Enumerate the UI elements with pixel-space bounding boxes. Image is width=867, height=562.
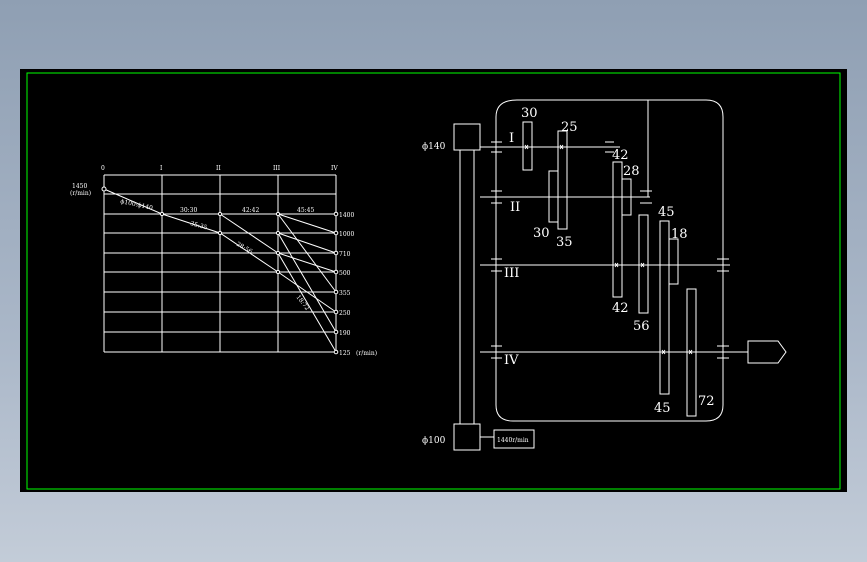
speed-chart-shaft-3: III <box>273 165 281 172</box>
shafts <box>480 100 748 353</box>
speed-chart-grid <box>103 174 337 353</box>
drawing-frame-border <box>26 72 841 490</box>
ratio-label-45-45: 45:45 <box>297 207 314 214</box>
gear-teeth-45-bottom: 45 <box>654 401 671 416</box>
gearbox-housing <box>495 99 724 422</box>
shaft-label-II: II <box>510 200 520 215</box>
shaft-label-III: III <box>504 266 519 281</box>
gear-teeth-30-top: 30 <box>521 106 538 121</box>
speed-label-1400: 1400 <box>339 212 354 219</box>
gear-teeth-42-bottom: 42 <box>612 301 629 316</box>
cad-drawing-canvas[interactable]: 0 I II III IV 1450 (r/min) 1400 1000 710… <box>20 69 847 492</box>
gear-teeth-56: 56 <box>633 319 650 334</box>
speed-chart-shaft-2: II <box>216 165 221 172</box>
belt-drive <box>453 123 481 451</box>
gear-teeth-42-top: 42 <box>612 148 629 163</box>
gears <box>522 121 697 417</box>
ratio-label-pulley: ϕ100:ϕ140 <box>120 198 154 212</box>
gear-diagram: ϕ140 ϕ100 1440r/min I II <box>422 99 787 451</box>
mesh-marks <box>524 144 693 355</box>
ratio-label-18-72: 18:72 <box>294 294 310 312</box>
speed-label-190: 190 <box>339 330 351 337</box>
gear-teeth-45-top: 45 <box>658 205 675 220</box>
speed-chart-shaft-0: 0 <box>101 165 105 172</box>
shaft-label-IV: IV <box>504 353 519 368</box>
pulley-top-label: ϕ140 <box>422 142 446 152</box>
speed-label-125: 125 <box>339 350 351 357</box>
speed-label-500: 500 <box>339 270 351 277</box>
motor <box>480 429 535 449</box>
speed-chart-shaft-1: I <box>160 165 163 172</box>
gear-teeth-18: 18 <box>671 227 688 242</box>
speed-chart: 0 I II III IV 1450 (r/min) 1400 1000 710… <box>70 165 377 357</box>
gear-teeth-25: 25 <box>561 120 578 135</box>
motor-speed-label: 1440r/min <box>497 437 529 444</box>
input-speed-label: 1450 <box>72 183 87 190</box>
pulley-bottom-label: ϕ100 <box>422 436 446 446</box>
spindle-chuck <box>747 340 787 364</box>
speed-label-710: 710 <box>339 251 351 258</box>
gear-teeth-35: 35 <box>556 235 573 250</box>
output-speed-unit: (r/min) <box>356 350 377 357</box>
shaft-label-I: I <box>509 131 514 146</box>
speed-chart-nodes <box>101 186 339 355</box>
gear-teeth-28: 28 <box>623 164 640 179</box>
speed-label-1000: 1000 <box>339 231 354 238</box>
gear-teeth-72: 72 <box>698 394 715 409</box>
speed-label-250: 250 <box>339 310 351 317</box>
ratio-label-35-35: 35:35 <box>189 220 208 231</box>
speed-label-355: 355 <box>339 290 351 297</box>
bearings <box>491 141 729 359</box>
ratio-label-30-30: 30:30 <box>180 207 197 214</box>
ratio-label-42-42: 42:42 <box>242 207 259 214</box>
speed-chart-shaft-4: IV <box>331 165 338 172</box>
input-speed-unit: (r/min) <box>70 190 91 197</box>
gear-teeth-30-bottom: 30 <box>533 226 550 241</box>
